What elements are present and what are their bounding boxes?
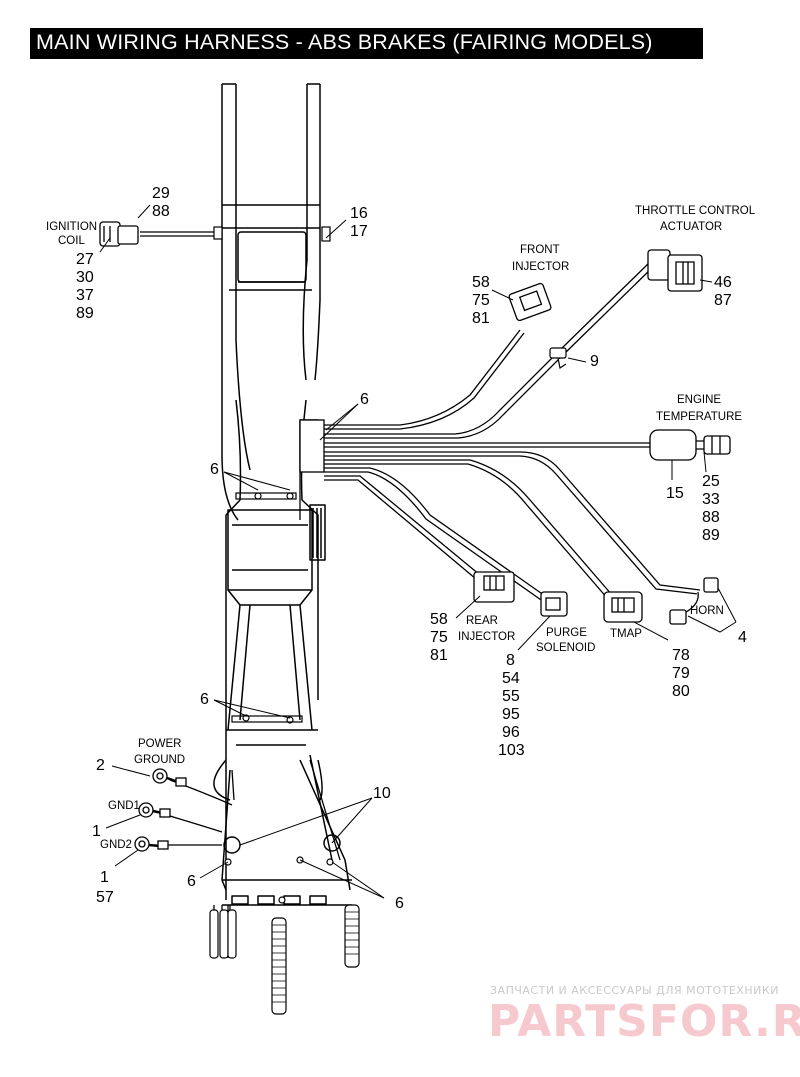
ref-6-upper: 6 — [210, 461, 219, 478]
ref-88-temp: 88 — [702, 509, 720, 526]
ref-88: 88 — [152, 203, 170, 220]
label-gnd1: GND1 — [108, 800, 140, 812]
ref-58-front: 58 — [472, 274, 490, 291]
label-engine-temp-1: ENGINE — [677, 394, 721, 406]
ref-57: 57 — [96, 889, 114, 906]
ref-78: 78 — [672, 647, 690, 664]
page-title: MAIN WIRING HARNESS - ABS BRAKES (FAIRIN… — [36, 30, 653, 54]
ref-4: 4 — [738, 629, 747, 646]
wire-clip — [549, 347, 567, 369]
ref-9: 9 — [590, 353, 599, 370]
label-rear-injector-1: REAR — [466, 615, 498, 627]
ref-6-lower: 6 — [200, 691, 209, 708]
ref-8: 8 — [506, 652, 515, 669]
purge-solenoid-connector — [540, 591, 568, 617]
label-ignition-coil-1: IGNITION — [46, 221, 97, 233]
front-injector-connector — [508, 282, 552, 322]
ref-29: 29 — [152, 185, 170, 202]
ref-1-gnd2: 1 — [100, 869, 109, 886]
motorcycle-frame — [213, 83, 352, 906]
label-front-injector-2: INJECTOR — [512, 261, 569, 273]
ref-6-rear-right: 6 — [395, 895, 404, 912]
label-purge-2: SOLENOID — [536, 642, 595, 654]
ref-15: 15 — [666, 485, 684, 502]
watermark: ЗАПЧАСТИ И АКСЕССУАРЫ ДЛЯ МОТОТЕХНИКИ PA… — [488, 984, 800, 1047]
throttle-actuator-connector — [647, 249, 703, 292]
ref-103: 103 — [498, 742, 525, 759]
leader-lines — [99, 204, 737, 899]
ref-54: 54 — [502, 670, 520, 687]
title-bar: MAIN WIRING HARNESS - ABS BRAKES (FAIRIN… — [30, 28, 703, 59]
ref-6-junction: 6 — [360, 391, 369, 408]
harness-clamps — [213, 226, 334, 904]
label-throttle-2: ACTUATOR — [660, 221, 722, 233]
label-tmap: TMAP — [610, 628, 642, 640]
ref-75-front: 75 — [472, 292, 490, 309]
ref-1-gnd1: 1 — [92, 823, 101, 840]
ref-55: 55 — [502, 688, 520, 705]
conduit-ribs — [272, 911, 359, 1003]
ref-27: 27 — [76, 251, 94, 268]
ref-37: 37 — [76, 287, 94, 304]
label-rear-injector-2: INJECTOR — [458, 631, 515, 643]
ref-25: 25 — [702, 473, 720, 490]
ref-87: 87 — [714, 292, 732, 309]
ref-81-front: 81 — [472, 310, 490, 327]
label-ignition-coil-2: COIL — [58, 235, 85, 247]
ref-16: 16 — [350, 205, 368, 222]
label-purge-1: PURGE — [546, 627, 587, 639]
rear-injector-connector — [473, 571, 515, 603]
ground-terminals — [134, 768, 187, 852]
ref-81-rear: 81 — [430, 647, 448, 664]
watermark-brand: PARTSFOR.RU — [488, 996, 800, 1047]
harness-wires — [140, 231, 701, 958]
ref-95: 95 — [502, 706, 520, 723]
tail-harness — [209, 904, 360, 1015]
ref-89: 89 — [76, 305, 94, 322]
ref-75-rear: 75 — [430, 629, 448, 646]
engine-temperature-sensor — [649, 429, 731, 461]
label-engine-temp-2: TEMPERATURE — [656, 411, 742, 423]
ref-30: 30 — [76, 269, 94, 286]
ref-33: 33 — [702, 491, 720, 508]
label-gnd2: GND2 — [100, 839, 132, 851]
ref-96: 96 — [502, 724, 520, 741]
horn-connector — [669, 577, 719, 625]
ignition-coil-connector — [99, 221, 139, 247]
label-power-ground-2: GROUND — [134, 754, 185, 766]
ref-58-rear: 58 — [430, 611, 448, 628]
label-power-ground-1: POWER — [138, 738, 181, 750]
ref-80: 80 — [672, 683, 690, 700]
ref-6-rear-left: 6 — [187, 873, 196, 890]
tmap-connector — [603, 591, 643, 623]
ref-2: 2 — [96, 757, 105, 774]
label-front-injector-1: FRONT — [520, 244, 560, 256]
ref-46: 46 — [714, 274, 732, 291]
ref-89-temp: 89 — [702, 527, 720, 544]
watermark-tagline: ЗАПЧАСТИ И АКСЕССУАРЫ ДЛЯ МОТОТЕХНИКИ — [490, 984, 779, 997]
label-horn: HORN — [690, 605, 724, 617]
ref-10: 10 — [373, 785, 391, 802]
ref-79: 79 — [672, 665, 690, 682]
callout-labels: IGNITION COIL 29 88 27 30 37 89 16 17 TH… — [46, 185, 756, 912]
label-throttle-1: THROTTLE CONTROL — [635, 205, 756, 217]
ref-17: 17 — [350, 223, 368, 240]
